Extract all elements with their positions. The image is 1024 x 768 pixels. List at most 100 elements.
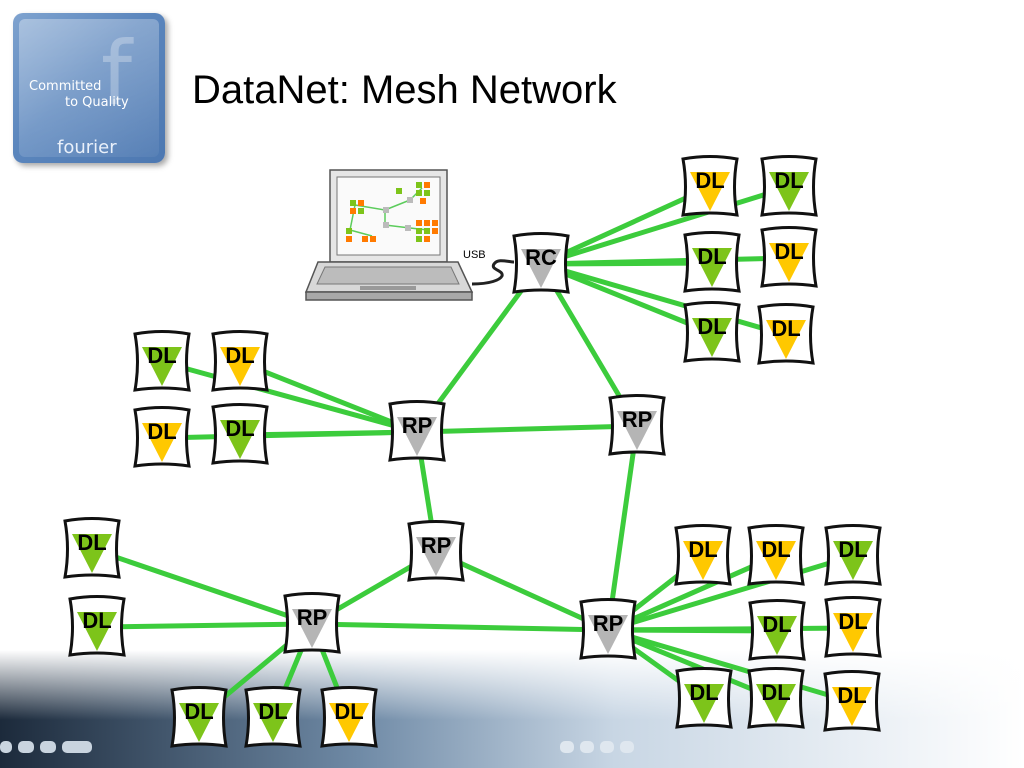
logo-line1: Committed <box>29 79 102 94</box>
logo-line2: to Quality <box>65 95 129 110</box>
node-dl3: DL <box>683 231 741 293</box>
fourier-logo: f Committed to Quality fourier <box>13 13 165 163</box>
footer-dot <box>620 741 634 753</box>
node-gray-triangle <box>617 411 657 450</box>
node-yellow-triangle <box>756 541 796 580</box>
node-rp_right: RP <box>608 394 666 456</box>
laptop-front-edge <box>305 291 473 301</box>
node-green-triangle <box>692 248 732 287</box>
node-label: DL <box>761 680 790 705</box>
node-label: DL <box>774 168 803 193</box>
laptop-screen-nodes <box>346 182 438 242</box>
node-dl22: DL <box>747 667 805 729</box>
node-label: DL <box>695 168 724 193</box>
node-label: DL <box>771 316 800 341</box>
laptop-touchpad <box>360 286 416 290</box>
footer-dot <box>40 741 56 753</box>
mesh-links <box>89 184 856 721</box>
node-dl23: DL <box>823 670 881 732</box>
footer-dot <box>560 741 574 753</box>
footer-dot <box>62 741 92 753</box>
node-green-triangle <box>72 534 112 573</box>
node-yellow-triangle <box>142 423 182 462</box>
node-dl11: DL <box>63 517 121 579</box>
link-rp_br-dl23 <box>605 627 855 705</box>
node-gray-triangle <box>416 537 456 576</box>
link-rc-dl2 <box>538 184 792 267</box>
node-label: DL <box>837 683 866 708</box>
node-green-triangle <box>692 318 732 357</box>
footer-dot <box>600 741 614 753</box>
laptop-screen <box>336 176 441 256</box>
logo-gloss <box>19 19 159 157</box>
node-label: DL <box>689 680 718 705</box>
link-rp_br-dl17 <box>605 553 779 633</box>
node-label: DL <box>688 537 717 562</box>
node-label: DL <box>761 537 790 562</box>
node-label: DL <box>838 537 867 562</box>
node-dl14: DL <box>244 686 302 748</box>
logo-brand: fourier <box>57 137 117 158</box>
usb-cable <box>471 259 515 286</box>
node-label: DL <box>334 699 363 724</box>
link-rp_right-rp_br <box>605 423 640 633</box>
node-green-triangle <box>833 541 873 580</box>
node-label: RP <box>402 413 433 438</box>
node-yellow-triangle <box>766 320 806 359</box>
node-rp_bl: RP <box>283 592 341 654</box>
node-label: DL <box>184 699 213 724</box>
link-rc-dl6 <box>538 261 789 338</box>
footer-dot <box>580 741 594 753</box>
node-label: DL <box>762 612 791 637</box>
node-gray-triangle <box>292 609 332 648</box>
node-dl17: DL <box>747 524 805 586</box>
node-dl12: DL <box>68 595 126 657</box>
node-gray-triangle <box>397 417 437 456</box>
node-dl13: DL <box>170 686 228 748</box>
node-label: DL <box>82 608 111 633</box>
node-dl4: DL <box>760 226 818 288</box>
node-gray-triangle <box>521 249 561 288</box>
link-rp_br-dl18 <box>605 553 856 633</box>
node-label: DL <box>697 314 726 339</box>
node-label: DL <box>838 609 867 634</box>
node-green-triangle <box>757 616 797 655</box>
node-label: RP <box>593 611 624 636</box>
node-rp_br: RP <box>579 598 637 660</box>
node-dl2: DL <box>760 155 818 217</box>
link-rp_left-dl10 <box>237 429 420 438</box>
node-yellow-triangle <box>683 541 723 580</box>
link-rp_left-rp_right <box>414 423 640 435</box>
node-dl6: DL <box>757 303 815 365</box>
link-rp_left-dl8 <box>237 359 420 435</box>
link-rp_bl-dl12 <box>94 621 315 630</box>
node-rc: RC <box>512 232 570 294</box>
usb-label: USB <box>463 249 486 261</box>
node-label: DL <box>697 244 726 269</box>
node-dl20: DL <box>824 596 882 658</box>
node-dl16: DL <box>674 524 732 586</box>
node-dl18: DL <box>824 524 882 586</box>
link-rp_br-dl20 <box>605 625 856 633</box>
node-green-triangle <box>756 684 796 723</box>
node-green-triangle <box>77 612 117 651</box>
node-dl8: DL <box>211 330 269 392</box>
node-yellow-triangle <box>329 703 369 742</box>
slide-title: DataNet: Mesh Network <box>192 68 617 112</box>
node-green-triangle <box>684 684 724 723</box>
node-yellow-triangle <box>769 243 809 282</box>
node-green-triangle <box>179 703 219 742</box>
mesh-nodes: RC RP RP RP RP RP DL DL DL DL DL DL DL DL DL DL DL DL DL DL… <box>63 155 882 748</box>
footer-dot <box>0 741 12 753</box>
node-green-triangle <box>769 172 809 211</box>
node-label: RP <box>421 533 452 558</box>
link-rp_mid-rp_br <box>433 549 611 633</box>
node-yellow-triangle <box>832 687 872 726</box>
node-label: DL <box>225 343 254 368</box>
footer-dot <box>18 741 34 753</box>
node-dl15: DL <box>320 686 378 748</box>
node-label: DL <box>77 530 106 555</box>
link-rc-dl1 <box>538 184 713 267</box>
